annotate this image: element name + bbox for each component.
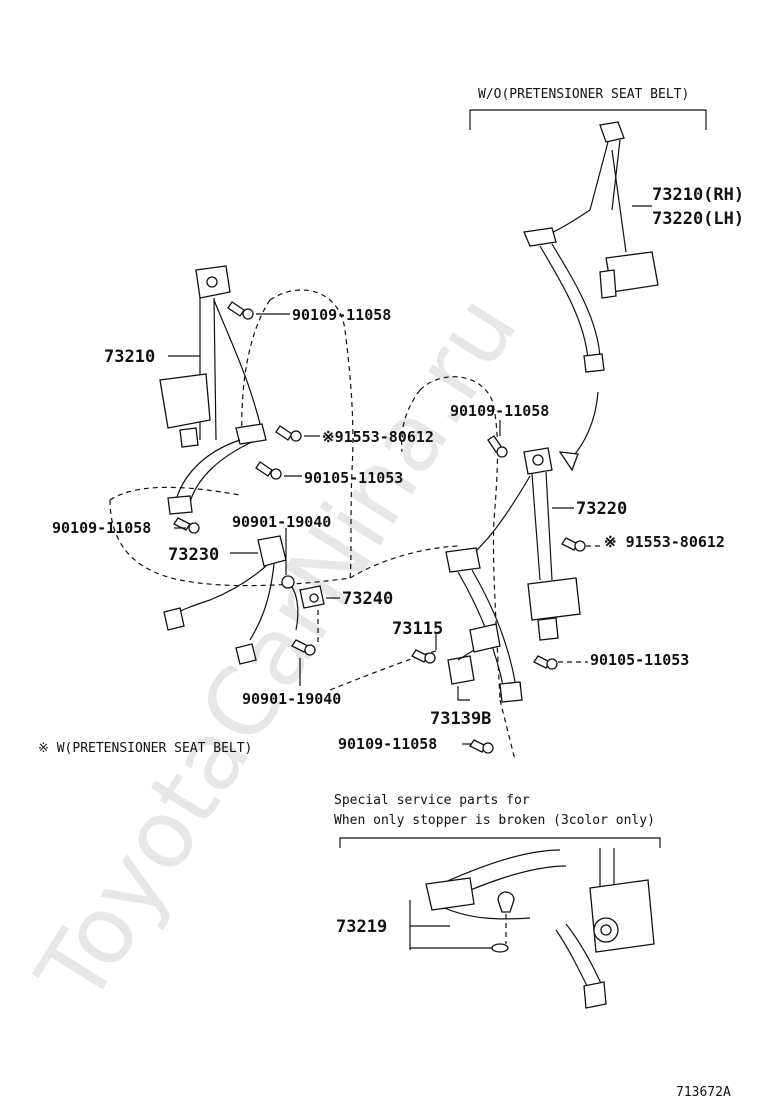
part-label-90109-a: 90109-11058 bbox=[292, 306, 391, 324]
right-seat-belt bbox=[445, 447, 581, 703]
part-label-91553-b: ※ 91553-80612 bbox=[604, 533, 725, 551]
part-label-90109-b: 90109-11058 bbox=[52, 519, 151, 537]
buckle-and-harness bbox=[163, 535, 325, 665]
part-label-73220: 73220 bbox=[576, 499, 627, 519]
watermark: ToyotaCarNina.ru bbox=[17, 277, 539, 1023]
part-label-73139b: 73139B bbox=[430, 709, 491, 729]
figure-id: 713672A bbox=[676, 1085, 731, 1100]
part-label-73220-lh: 73220(LH) bbox=[652, 209, 744, 229]
part-label-90901-b: 90901-19040 bbox=[242, 690, 341, 708]
note-special-line2: When only stopper is broken (3color only… bbox=[334, 813, 655, 828]
note-w-pretensioner: ※ W(PRETENSIONER SEAT BELT) bbox=[38, 741, 252, 756]
special-bracket bbox=[339, 837, 661, 848]
note-wo-pretensioner: W/O(PRETENSIONER SEAT BELT) bbox=[478, 87, 689, 102]
part-label-90109-d: 90109-11058 bbox=[338, 735, 437, 753]
right-bolts bbox=[411, 435, 586, 754]
part-label-73210-rh: 73210(RH) bbox=[652, 185, 744, 205]
part-label-90105-a: 90105-11053 bbox=[304, 469, 403, 487]
part-label-90105-b: 90105-11053 bbox=[590, 651, 689, 669]
seat-right-outline bbox=[329, 376, 516, 761]
seat-belt-assembly-inset bbox=[523, 121, 659, 373]
leader-73219 bbox=[409, 900, 492, 950]
part-label-73240: 73240 bbox=[342, 589, 393, 609]
wo-bracket bbox=[469, 109, 707, 130]
stopper-detail bbox=[425, 848, 655, 1009]
arrow-head bbox=[558, 451, 579, 472]
note-special-line1: Special service parts for bbox=[334, 793, 530, 808]
part-label-73219: 73219 bbox=[336, 917, 387, 937]
left-bolts bbox=[173, 301, 302, 534]
part-label-73115: 73115 bbox=[392, 619, 443, 639]
seat-left-outline bbox=[109, 289, 354, 587]
part-label-73210: 73210 bbox=[104, 347, 155, 367]
part-label-73230: 73230 bbox=[168, 545, 219, 565]
part-label-91553-a: ※91553-80612 bbox=[322, 428, 434, 446]
part-label-90109-c: 90109-11058 bbox=[450, 402, 549, 420]
part-label-90901-a: 90901-19040 bbox=[232, 513, 331, 531]
leader-73139b bbox=[457, 686, 470, 701]
left-seat-belt bbox=[159, 265, 267, 515]
replace-arrow bbox=[567, 391, 599, 463]
